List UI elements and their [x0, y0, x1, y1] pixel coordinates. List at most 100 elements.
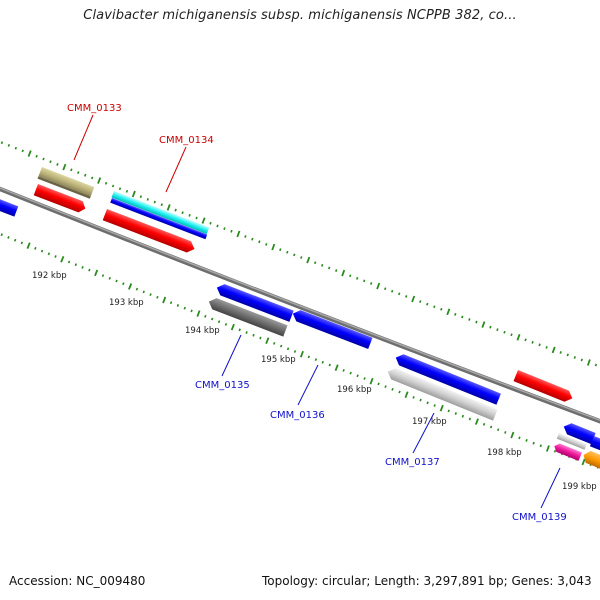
outer-tick-75: [516, 333, 521, 341]
gene-feature-gray-199k[interactable]: [556, 433, 587, 450]
inner-tick-4: [20, 241, 24, 245]
inner-tick-21: [135, 287, 139, 291]
gene-label-cmm-0137[interactable]: CMM_0137: [385, 457, 440, 468]
inner-tick-55: [369, 377, 374, 385]
outer-tick-8: [49, 160, 52, 164]
gene-feature-cmm-0133[interactable]: [33, 184, 88, 214]
inner-tick-23: [149, 293, 152, 297]
outer-tick-7: [42, 157, 45, 161]
outer-tick-2: [7, 144, 11, 147]
inner-tick-20: [128, 283, 133, 290]
inner-tick-52: [349, 371, 352, 375]
outer-tick-12: [77, 171, 80, 174]
gene-feature-cmm-0139[interactable]: [553, 442, 582, 461]
inner-tick-10: [60, 255, 65, 263]
outer-tick-57: [391, 289, 394, 293]
inner-tick-79: [539, 444, 542, 448]
outer-tick-33: [223, 227, 226, 231]
inner-tick-73: [497, 428, 500, 432]
tick-label-192: 192 kbp: [32, 271, 67, 281]
gene-feature-blue-199k[interactable]: [562, 421, 596, 445]
inner-tick-12: [74, 263, 78, 267]
inner-tick-48: [321, 360, 324, 364]
inner-tick-28: [183, 306, 186, 310]
inner-tick-22: [142, 290, 145, 294]
gene-feature-cmm-0135[interactable]: [207, 296, 288, 337]
outer-tick-10: [62, 163, 67, 171]
inner-tick-35: [230, 323, 235, 331]
gene-feature-cmm-0134-cyan[interactable]: [111, 191, 210, 235]
gene-feature-blue-right-edge[interactable]: [589, 436, 600, 454]
inner-tick-75: [510, 431, 515, 439]
outer-tick-79: [545, 346, 548, 349]
outer-tick-26: [174, 208, 177, 212]
leader-line-cmm-0134: [165, 146, 187, 193]
inner-tick-24: [156, 295, 159, 299]
outer-tick-30: [201, 217, 206, 224]
gene-feature-cmm-0135-blue[interactable]: [215, 282, 294, 322]
outer-tick-28: [188, 213, 191, 217]
inner-tick-45: [299, 350, 304, 358]
gene-feature-orange-199k[interactable]: [581, 449, 600, 471]
inner-tick-72: [489, 425, 493, 429]
outer-tick-53: [363, 279, 366, 283]
inner-tick-60: [404, 391, 409, 399]
genome-summary-text: Topology: circular; Length: 3,297,891 bp…: [262, 574, 592, 588]
outer-tick-18: [118, 187, 122, 191]
inner-tick-5: [26, 242, 31, 249]
outer-tick-marks: [0, 141, 598, 367]
outer-tick-32: [216, 224, 219, 228]
outer-tick-67: [461, 315, 464, 319]
inner-tick-31: [204, 314, 207, 318]
genome-backbone-highlight: [0, 187, 600, 422]
outer-tick-14: [90, 176, 94, 180]
inner-tick-43: [286, 347, 290, 351]
gene-feature-cmm-0134[interactable]: [102, 209, 197, 255]
outer-tick-17: [111, 184, 115, 188]
tick-label-195: 195 kbp: [261, 355, 296, 365]
inner-tick-33: [217, 320, 221, 324]
gene-feature-red-198k[interactable]: [513, 370, 575, 404]
gene-feature-cmm-0133-tan[interactable]: [37, 167, 95, 199]
outer-tick-41: [279, 248, 282, 252]
outer-tick-60: [411, 295, 416, 303]
leader-line-cmm-0133: [73, 114, 94, 161]
inner-tick-61: [412, 396, 415, 399]
inner-tick-9: [54, 255, 57, 258]
gene-feature-cmm-0137-blue[interactable]: [394, 352, 501, 405]
inner-tick-15: [94, 269, 99, 277]
inner-tick-66: [447, 409, 450, 413]
gene-label-cmm-0134[interactable]: CMM_0134: [159, 135, 214, 146]
outer-tick-5: [27, 150, 32, 157]
outer-tick-37: [251, 237, 254, 241]
inner-tick-58: [391, 387, 394, 391]
outer-tick-15: [97, 177, 102, 184]
outer-tick-69: [475, 320, 478, 324]
outer-tick-59: [405, 295, 408, 298]
gene-label-cmm-0135[interactable]: CMM_0135: [195, 380, 250, 391]
gene-feature-cmm-0136[interactable]: [291, 308, 373, 349]
outer-tick-56: [384, 287, 387, 291]
gene-label-cmm-0139[interactable]: CMM_0139: [512, 512, 567, 523]
outer-tick-80: [551, 346, 556, 354]
gene-label-cmm-0133[interactable]: CMM_0133: [67, 103, 122, 114]
outer-tick-6: [35, 154, 38, 158]
inner-tick-64: [433, 404, 436, 407]
gene-feature-blue-left-edge[interactable]: [0, 197, 19, 217]
inner-tick-71: [482, 422, 486, 426]
outer-tick-43: [293, 253, 296, 257]
gene-feature-cmm-0134-blue[interactable]: [110, 198, 208, 240]
inner-tick-77: [525, 439, 528, 442]
inner-tick-11: [67, 260, 71, 264]
inner-tick-32: [210, 317, 214, 321]
outer-tick-68: [468, 318, 471, 321]
gene-label-cmm-0136[interactable]: CMM_0136: [270, 410, 325, 421]
outer-tick-34: [230, 229, 233, 233]
gene-feature-cmm-0137[interactable]: [386, 366, 498, 421]
inner-tick-42: [279, 344, 283, 348]
inner-tick-65: [439, 404, 444, 412]
inner-tick-26: [169, 301, 173, 305]
outer-tick-55: [376, 282, 381, 290]
outer-tick-47: [321, 263, 324, 267]
